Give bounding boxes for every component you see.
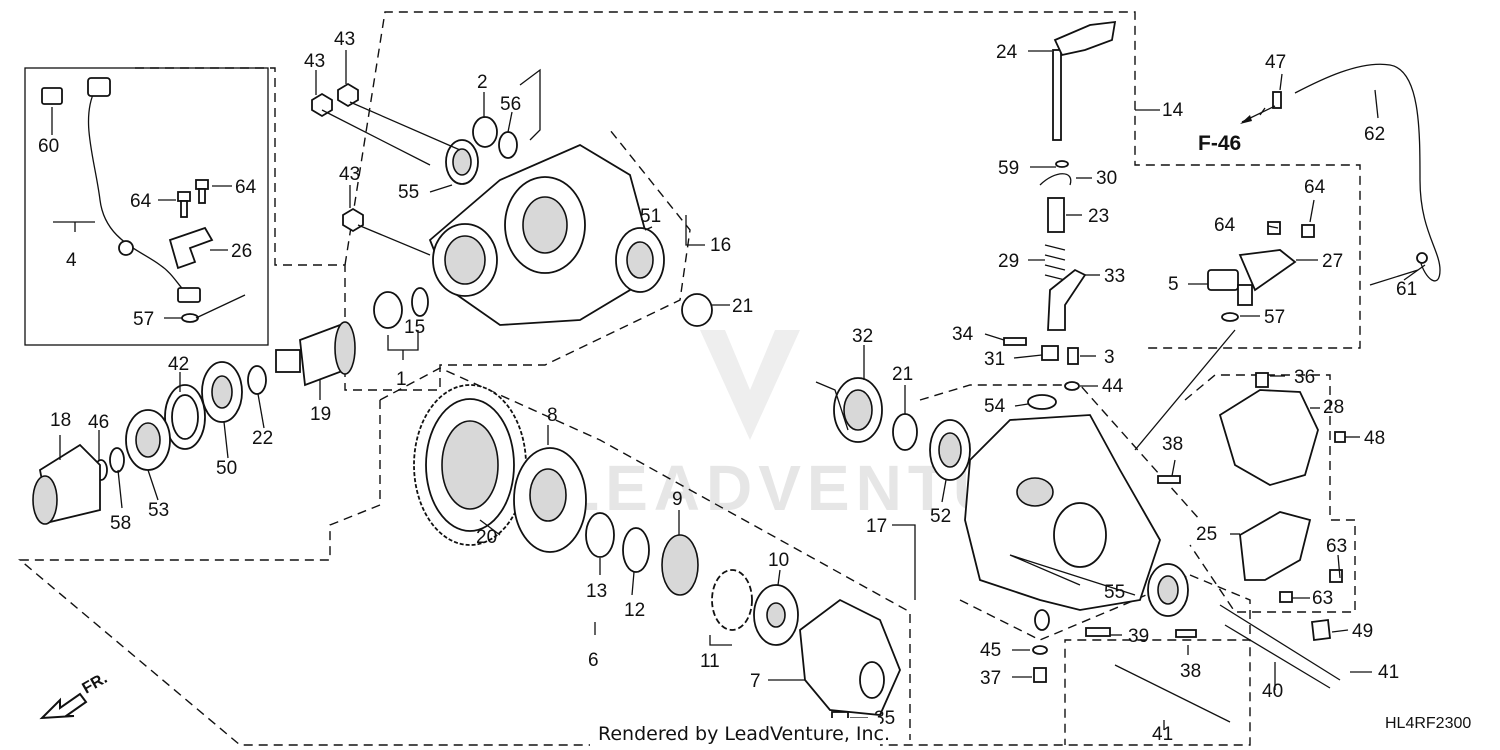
callout-25: 25 [1196, 524, 1217, 545]
rendered-by-text: Rendered by LeadVenture, Inc. [598, 723, 890, 745]
callout-26: 26 [231, 241, 252, 262]
callouts: 1 2 3 4 5 6 7 8 9 10 11 12 13 14 15 16 1… [38, 29, 1417, 745]
callout-17: 17 [866, 516, 887, 537]
callout-49: 49 [1352, 621, 1373, 642]
callout-28: 28 [1323, 397, 1344, 418]
callout-12: 12 [624, 600, 645, 621]
pinion-gear [275, 321, 356, 387]
callout-10: 10 [768, 550, 789, 571]
callout-39: 39 [1128, 626, 1149, 647]
callout-57b: 57 [1264, 307, 1285, 328]
callout-1: 1 [396, 369, 407, 390]
callout-8: 8 [547, 405, 558, 426]
callout-38b: 38 [1180, 661, 1201, 682]
callout-52: 52 [930, 506, 951, 527]
callout-40: 40 [1262, 681, 1283, 702]
front-arrow: FR. [39, 670, 111, 720]
callout-36: 36 [1294, 367, 1315, 388]
callout-38: 38 [1162, 434, 1183, 455]
callout-64b: 64 [235, 177, 257, 198]
callout-13: 13 [586, 581, 607, 602]
callout-19: 19 [310, 404, 331, 425]
callout-61: 61 [1396, 279, 1417, 300]
callout-27: 27 [1322, 251, 1343, 272]
callout-34: 34 [952, 324, 974, 345]
callout-31: 31 [984, 349, 1005, 370]
callout-21: 21 [732, 296, 753, 317]
gear-case-cover [428, 143, 646, 326]
callout-64: 64 [130, 191, 152, 212]
parts [32, 20, 1441, 725]
callout-15: 15 [404, 317, 425, 338]
callout-4: 4 [66, 250, 77, 271]
callout-55: 55 [398, 182, 419, 203]
callout-44: 44 [1102, 376, 1124, 397]
callout-6: 6 [588, 650, 599, 671]
reference-label: F-46 [1198, 132, 1241, 155]
callout-23: 23 [1088, 206, 1109, 227]
callout-22: 22 [252, 428, 273, 449]
callout-33: 33 [1104, 266, 1125, 287]
front-arrow-label: FR. [80, 670, 111, 698]
sensor-kit-box [24, 67, 269, 346]
callout-63b: 63 [1312, 588, 1333, 609]
callout-46: 46 [88, 412, 109, 433]
callout-29: 29 [998, 251, 1019, 272]
final-gear-case [964, 414, 1189, 617]
callout-7: 7 [750, 671, 761, 692]
callout-50: 50 [216, 458, 237, 479]
callout-42: 42 [168, 354, 189, 375]
callout-11: 11 [700, 651, 720, 672]
callout-32: 32 [852, 326, 873, 347]
callout-60: 60 [38, 136, 59, 157]
callout-53: 53 [148, 500, 169, 521]
callout-63: 63 [1326, 536, 1347, 557]
callout-41b: 41 [1152, 724, 1173, 745]
callout-20: 20 [476, 527, 497, 548]
callout-47: 47 [1265, 52, 1286, 73]
callout-41: 41 [1378, 662, 1399, 683]
diagram-code: HL4RF2300 [1385, 715, 1471, 732]
callout-55b: 55 [1104, 582, 1125, 603]
callout-54: 54 [984, 396, 1006, 417]
callout-9: 9 [672, 489, 683, 510]
callout-14: 14 [1162, 100, 1184, 121]
callout-24: 24 [996, 42, 1018, 63]
callout-51: 51 [640, 206, 661, 227]
callout-18: 18 [50, 410, 71, 431]
callout-43b: 43 [334, 29, 355, 50]
shift-shaft [1052, 20, 1117, 141]
callout-64c: 64 [1304, 177, 1326, 198]
callout-48: 48 [1364, 428, 1385, 449]
callout-43: 43 [304, 51, 325, 72]
footer-backdrop [590, 718, 880, 748]
group-boundaries [18, 11, 1361, 746]
ring-gear [413, 384, 527, 546]
callout-30: 30 [1096, 168, 1117, 189]
callout-43c: 43 [339, 164, 360, 185]
callout-16: 16 [710, 235, 731, 256]
callout-58: 58 [110, 513, 131, 534]
callout-37: 37 [980, 668, 1001, 689]
callout-56: 56 [500, 94, 521, 115]
callout-64d: 64 [1214, 215, 1236, 236]
callout-21b: 21 [892, 364, 913, 385]
callout-2: 2 [477, 72, 488, 93]
callout-57: 57 [133, 309, 154, 330]
leader-lines [51, 50, 1426, 730]
callout-45: 45 [980, 640, 1001, 661]
callout-3: 3 [1104, 347, 1115, 368]
callout-59: 59 [998, 158, 1019, 179]
callout-62: 62 [1364, 124, 1385, 145]
reference-f46: F-46 [1198, 105, 1276, 155]
callout-5: 5 [1168, 274, 1179, 295]
